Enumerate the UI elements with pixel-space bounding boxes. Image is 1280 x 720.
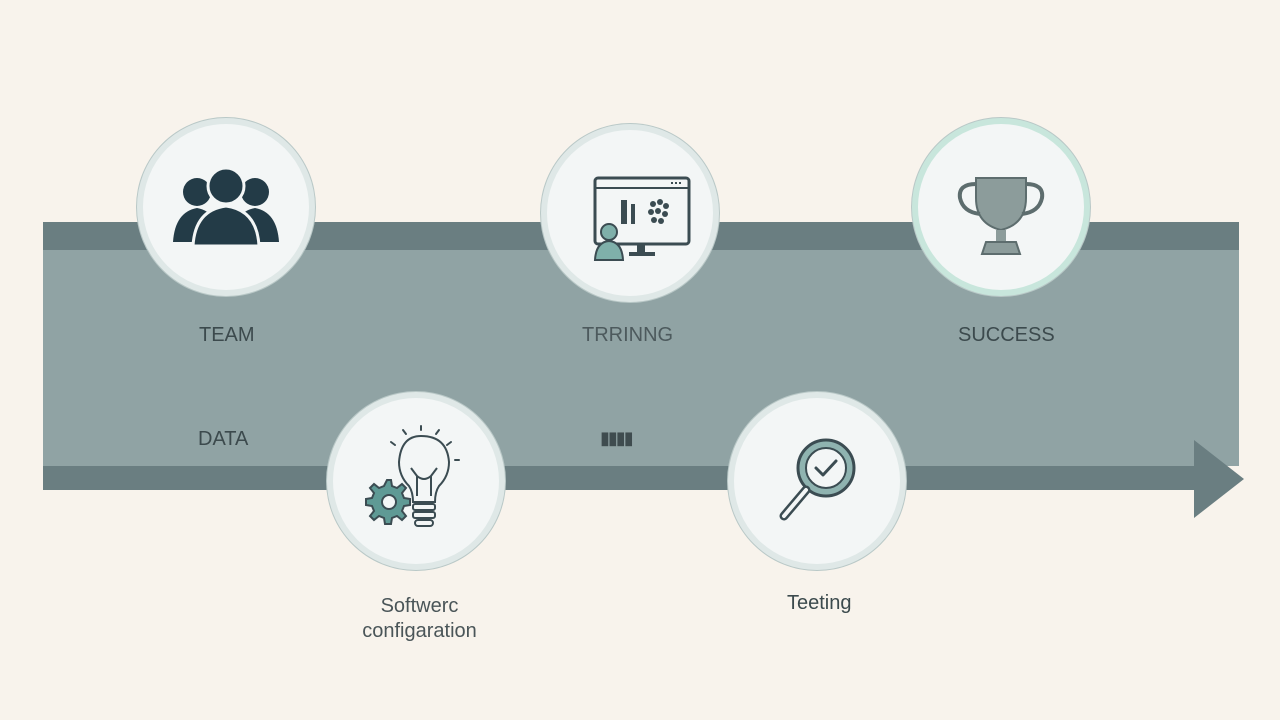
software-configuration-node <box>327 392 505 570</box>
arrow-band-bottom <box>43 466 1203 490</box>
trophy-icon <box>957 177 1045 255</box>
step-label-software-configuration: Softwerc configaration <box>352 594 487 644</box>
step-label-success: SUCCESS <box>958 324 1055 346</box>
training-screen-icon <box>593 176 691 261</box>
testing-node <box>728 392 906 570</box>
success-node <box>912 118 1090 296</box>
step-label-line1: Softwerc <box>380 595 459 617</box>
training-node <box>541 124 719 302</box>
step-label-line2: configaration <box>362 620 477 642</box>
arrow-head <box>1194 440 1244 518</box>
step-label-team: TEAM <box>199 324 255 346</box>
gear-lightbulb-icon <box>365 425 460 527</box>
band-label-obscured: ▮▮▮▮ <box>600 428 634 448</box>
step-label-testing: Teeting <box>787 592 852 614</box>
team-icon <box>173 166 279 248</box>
team-node <box>137 118 315 296</box>
band-label-data: DATA <box>198 428 249 450</box>
magnifier-check-icon <box>779 438 856 521</box>
step-label-training: TRRINNG <box>582 324 674 346</box>
